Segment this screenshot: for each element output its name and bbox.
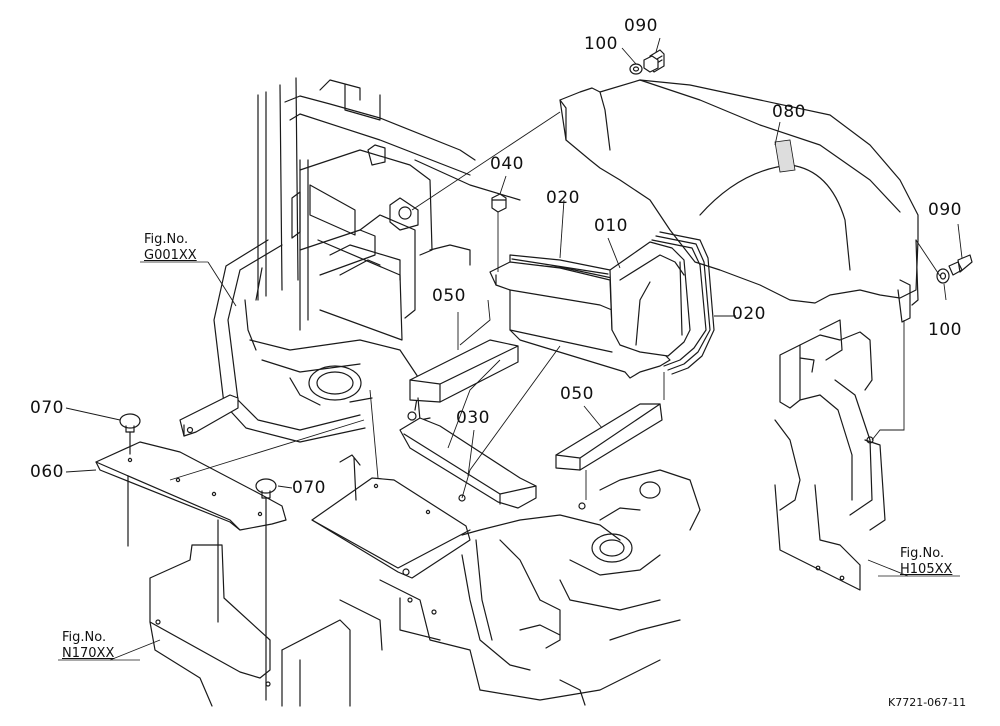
callout-060: 060 [30, 462, 64, 482]
bar-030[interactable] [399, 417, 537, 509]
callout-070-upper: 070 [30, 398, 64, 418]
mounting-plate [311, 454, 471, 579]
bolt-090-right[interactable] [948, 254, 973, 276]
callout-050-right: 050 [560, 384, 594, 404]
callout-070-lower: 070 [292, 478, 326, 498]
seal-020-right[interactable] [651, 231, 715, 375]
callout-090-right: 090 [928, 200, 962, 220]
callout-010: 010 [594, 216, 628, 236]
callout-030: 030 [456, 408, 490, 428]
sponge-050-left[interactable] [409, 339, 519, 421]
lower-machinery [339, 411, 701, 706]
figure-ref-h105xx: Fig.No. H105XX [900, 546, 952, 578]
figure-ref-g001xx: Fig.No. G001XX [144, 232, 197, 264]
callout-020-right: 020 [732, 304, 766, 324]
lower-left-bracket [149, 544, 351, 707]
figure-ref-prefix: Fig.No. [144, 232, 189, 247]
left-tube-frame [179, 229, 421, 443]
assembly-lines [169, 111, 941, 500]
rubber-cap-070-lower[interactable] [255, 478, 277, 701]
callout-080: 080 [772, 102, 806, 122]
figure-ref-code: H105XX [900, 562, 953, 577]
sponge-050-right[interactable] [555, 403, 663, 471]
plate-060[interactable] [95, 441, 287, 623]
figure-ref-prefix: Fig.No. [62, 630, 107, 645]
rubber-cap-070-upper[interactable] [119, 413, 141, 455]
top-cover-080[interactable] [559, 79, 919, 323]
callout-100-right: 100 [928, 320, 962, 340]
drawing-id: K7721-067-11 [888, 696, 967, 709]
figure-ref-code: G001XX [144, 248, 197, 263]
figure-ref-code: N170XX [62, 646, 115, 661]
callout-050-left: 050 [432, 286, 466, 306]
bolt-040[interactable] [491, 193, 507, 213]
callout-040: 040 [490, 154, 524, 174]
figure-ref-prefix: Fig.No. [900, 546, 945, 561]
callout-020-upper: 020 [546, 188, 580, 208]
callout-100-upper: 100 [584, 34, 618, 54]
callout-leaders [65, 37, 963, 489]
figure-ref-n170xx: Fig.No. N170XX [62, 630, 114, 662]
washer-100-right[interactable] [936, 268, 950, 284]
right-side-bracket [774, 319, 886, 591]
callout-090-upper: 090 [624, 16, 658, 36]
bracket-frame[interactable] [489, 261, 671, 379]
figure-ref-leaders [58, 261, 960, 661]
cabin-frame-structure [257, 77, 521, 341]
bolt-090-upper[interactable] [643, 49, 665, 73]
washer-100-upper[interactable] [629, 63, 643, 75]
duct-010[interactable] [609, 241, 691, 357]
